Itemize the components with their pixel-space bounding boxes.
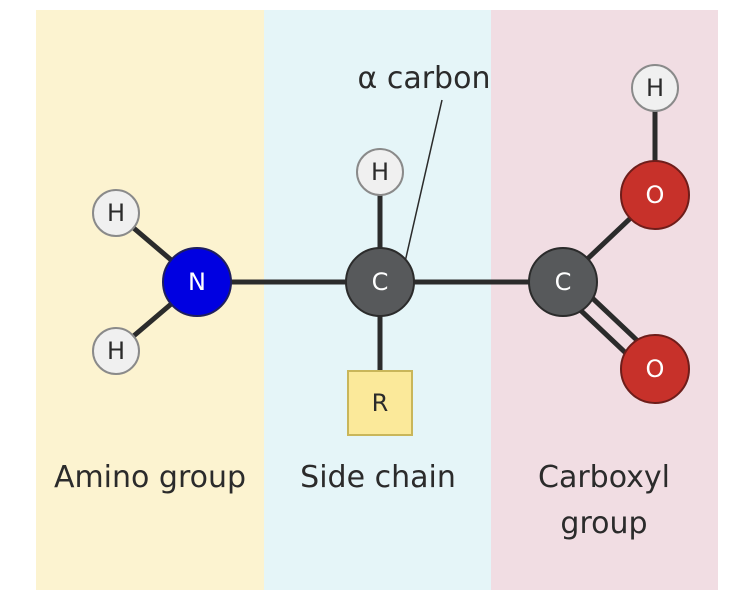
atom-nitrogen-symbol: N — [188, 268, 206, 296]
atom-amino-hydrogen-top-circle — [92, 189, 140, 237]
atom-nitrogen: N — [162, 247, 232, 317]
atom-amino-hydrogen-bottom-circle — [92, 327, 140, 375]
atom-carboxyl-carbon-symbol: C — [555, 268, 572, 296]
atom-alpha-hydrogen-symbol: H — [371, 158, 389, 186]
carboxyl-group-region — [491, 10, 718, 590]
atom-hydroxyl-hydrogen-symbol: H — [646, 74, 664, 102]
atom-alpha-hydrogen: H — [356, 148, 404, 196]
atom-hydroxyl-hydrogen: H — [631, 64, 679, 112]
atom-hydroxyl-oxygen-circle — [620, 160, 690, 230]
amino-group-region — [36, 10, 264, 590]
atom-alpha-carbon-circle — [345, 247, 415, 317]
atom-alpha-carbon-symbol: C — [372, 268, 389, 296]
side-chain-label: Side chain — [300, 460, 456, 495]
atom-carbonyl-oxygen-symbol: O — [646, 355, 665, 383]
atom-amino-hydrogen-bottom-symbol: H — [107, 337, 125, 365]
atom-amino-hydrogen-bottom: H — [92, 327, 140, 375]
atom-hydroxyl-oxygen-symbol: O — [646, 181, 665, 209]
atom-hydroxyl-hydrogen-circle — [631, 64, 679, 112]
amino-group-label: Amino group — [54, 460, 246, 495]
r-group-box — [347, 370, 413, 436]
atom-carboxyl-carbon: C — [528, 247, 598, 317]
carboxyl-group-label-line1: Carboxyl — [538, 460, 670, 495]
r-group-symbol: R — [372, 389, 389, 417]
atom-amino-hydrogen-top: H — [92, 189, 140, 237]
atom-carbonyl-oxygen-circle — [620, 334, 690, 404]
atom-nitrogen-circle — [162, 247, 232, 317]
carboxyl-group-label-line2: group — [560, 506, 647, 541]
atom-amino-hydrogen-top-symbol: H — [107, 199, 125, 227]
atom-carboxyl-carbon-circle — [528, 247, 598, 317]
atom-alpha-carbon: C — [345, 247, 415, 317]
atom-alpha-hydrogen-circle — [356, 148, 404, 196]
r-group: R — [347, 370, 413, 436]
alpha-carbon-label: α carbon — [358, 61, 491, 96]
atom-hydroxyl-oxygen: O — [620, 160, 690, 230]
atom-carbonyl-oxygen: O — [620, 334, 690, 404]
alpha-carbon-leader-line — [404, 99, 443, 263]
